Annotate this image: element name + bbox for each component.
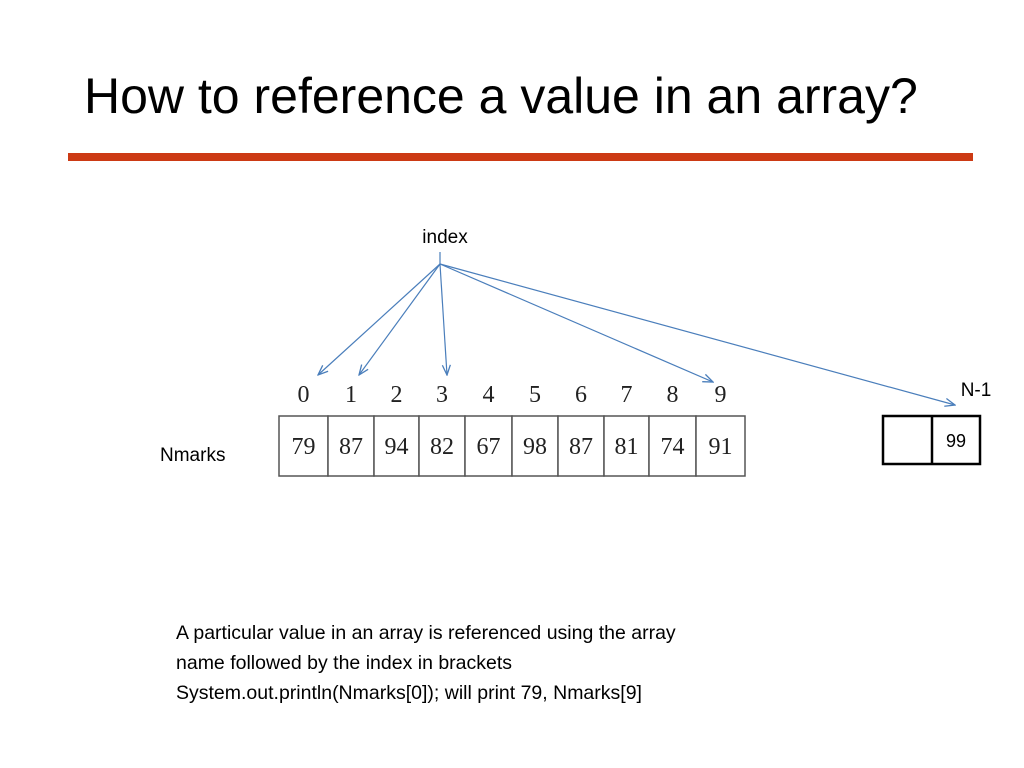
index-arrows: [318, 263, 955, 405]
array-cell-value: 94: [385, 434, 409, 460]
array-cell-border: [327, 415, 375, 477]
title-rule: [68, 153, 973, 161]
index-number: 2: [391, 382, 403, 408]
array-cell-value: 74: [661, 434, 685, 460]
explanation-text: A particular value in an array is refere…: [176, 618, 676, 708]
index-number: 0: [298, 382, 310, 408]
index-number: 6: [575, 382, 587, 408]
array-cell-value: 87: [339, 434, 363, 460]
index-number: 3: [436, 382, 448, 408]
last-index-label: N-1: [961, 380, 992, 401]
array-cells: 79 87 94 82 67 98 87 81 74 91: [278, 415, 746, 477]
array-cell: 82: [418, 415, 466, 477]
explanation-line-2: name followed by the index in brackets: [176, 652, 513, 674]
array-cell-value: 91: [709, 434, 733, 460]
array-cell-value: 98: [523, 434, 547, 460]
array-cell-value: 81: [615, 434, 639, 460]
index-number: 9: [715, 382, 727, 408]
index-number: 5: [529, 382, 541, 408]
index-row: 0 1 2 3 4 5 6 7 8 9: [298, 382, 727, 408]
array-cell: 81: [603, 415, 650, 477]
array-cell-value: 79: [292, 434, 316, 460]
array-cell-border: [648, 415, 697, 477]
array-cell: 87: [327, 415, 375, 477]
array-cell-value: 87: [569, 434, 593, 460]
array-cell-value: 82: [430, 434, 454, 460]
index-arrow: [359, 263, 441, 375]
array-cell: 94: [373, 415, 420, 477]
last-element-box: 99: [881, 414, 982, 466]
index-arrow: [439, 263, 713, 382]
slide-title: How to reference a value in an array?: [84, 68, 918, 124]
index-arrow: [318, 263, 441, 375]
index-number: 8: [667, 382, 679, 408]
array-cell: 67: [464, 415, 513, 477]
index-label: index: [422, 227, 468, 248]
explanation-line-3: System.out.println(Nmarks[0]); will prin…: [176, 682, 642, 704]
array-cell-border: [464, 415, 513, 477]
explanation-line-1: A particular value in an array is refere…: [176, 622, 676, 644]
index-arrow: [439, 263, 955, 405]
array-cell-border: [695, 415, 746, 477]
array-cell: 79: [278, 415, 329, 477]
last-element-value: 99: [946, 431, 966, 451]
array-cell: 91: [695, 415, 746, 477]
array-name-label: Nmarks: [160, 445, 225, 466]
array-cell: 74: [648, 415, 697, 477]
array-cell: 98: [511, 415, 559, 477]
index-arrow: [439, 263, 447, 375]
array-cell-border: [278, 415, 329, 477]
index-number: 7: [621, 382, 633, 408]
array-cell: 87: [557, 415, 605, 477]
index-number: 1: [345, 382, 357, 408]
array-cell-value: 67: [477, 434, 501, 460]
array-cell-border: [511, 415, 559, 477]
index-number: 4: [483, 382, 495, 408]
array-cell-border: [418, 415, 466, 477]
